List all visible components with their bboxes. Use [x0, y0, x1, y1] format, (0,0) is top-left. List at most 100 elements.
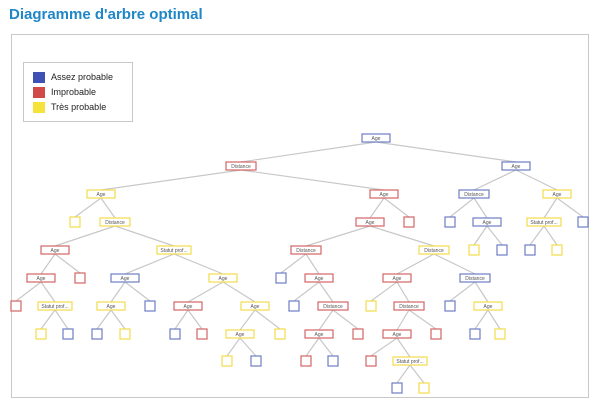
tree-edge — [222, 281, 256, 303]
tree-split-node[interactable]: Age — [382, 273, 412, 283]
tree-split-node[interactable]: Age — [369, 189, 399, 199]
tree-leaf-node[interactable] — [69, 216, 81, 228]
tree-split-node[interactable]: Age — [473, 301, 503, 311]
tree-split-node[interactable]: Distance — [458, 189, 490, 199]
tree-split-node[interactable]: Age — [110, 273, 140, 283]
split-node-label: Age — [251, 304, 260, 310]
tree-leaf-node[interactable] — [551, 244, 563, 256]
tree-split-node[interactable]: Age — [472, 217, 502, 227]
tree-leaf-node[interactable] — [221, 355, 233, 367]
tree-leaf-node[interactable] — [288, 300, 300, 312]
tree-split-node[interactable]: Age — [86, 189, 116, 199]
tree-leaf-node[interactable] — [430, 328, 442, 340]
legend-item: Assez probable — [33, 71, 113, 83]
tree-leaf-node[interactable] — [496, 244, 508, 256]
tree-edge — [110, 281, 126, 303]
tree-leaf-node[interactable] — [418, 382, 430, 394]
tree-split-node[interactable]: Statut prof... — [526, 217, 562, 227]
tree-edge — [543, 197, 558, 219]
split-node-label: Age — [219, 276, 228, 282]
split-node-box — [361, 133, 391, 143]
split-node-box — [473, 301, 503, 311]
tree-leaf-node[interactable] — [300, 355, 312, 367]
tree-leaf-node[interactable] — [444, 216, 456, 228]
tree-leaf-node[interactable] — [10, 300, 22, 312]
tree-edge — [474, 281, 489, 303]
tree-split-node[interactable]: Age — [542, 189, 572, 199]
tree-split-node[interactable]: Distance — [225, 161, 257, 171]
tree-leaf-node[interactable] — [403, 216, 415, 228]
tree-edge — [254, 309, 281, 330]
tree-split-node[interactable]: Age — [304, 329, 334, 339]
tree-edge — [40, 281, 56, 303]
tree-split-node[interactable]: Age — [240, 301, 270, 311]
tree-leaf-node[interactable] — [352, 328, 364, 340]
split-node-label: Age — [97, 192, 106, 198]
tree-split-node[interactable]: Age — [382, 329, 412, 339]
tree-leaf-node[interactable] — [62, 328, 74, 340]
tree-edge — [54, 225, 116, 247]
split-node-box — [355, 217, 385, 227]
split-node-label: Distance — [296, 248, 316, 254]
tree-leaf-node[interactable] — [250, 355, 262, 367]
split-node-label: Age — [107, 304, 116, 310]
split-node-label: Distance — [464, 192, 484, 198]
tree-split-node[interactable]: Distance — [393, 301, 425, 311]
tree-leaf-node[interactable] — [327, 355, 339, 367]
tree-split-node[interactable]: Statut prof... — [392, 356, 428, 366]
split-node-box — [173, 301, 203, 311]
tree-leaf-node[interactable] — [119, 328, 131, 340]
tree-leaf-node[interactable] — [275, 272, 287, 284]
tree-edge — [114, 225, 175, 247]
tree-split-node[interactable]: Age — [501, 161, 531, 171]
tree-leaf-node[interactable] — [494, 328, 506, 340]
tree-edge — [449, 197, 475, 218]
tree-split-node[interactable]: Distance — [459, 273, 491, 283]
tree-edge — [543, 225, 558, 246]
split-node-box — [304, 329, 334, 339]
tree-split-node[interactable]: Distance — [418, 245, 450, 255]
tree-split-node[interactable]: Age — [26, 273, 56, 283]
split-node-label: Distance — [323, 304, 343, 310]
tree-split-node[interactable]: Age — [361, 133, 391, 143]
legend-swatch — [33, 71, 45, 83]
tree-leaf-node[interactable] — [391, 382, 403, 394]
split-node-label: Age — [512, 164, 521, 170]
tree-split-node[interactable]: Age — [40, 245, 70, 255]
split-node-label: Distance — [231, 164, 251, 170]
tree-split-node[interactable]: Statut prof... — [37, 301, 73, 311]
tree-split-node[interactable]: Statut prof... — [156, 245, 192, 255]
split-node-label: Age — [236, 332, 245, 338]
tree-leaf-node[interactable] — [365, 300, 377, 312]
tree-leaf-node[interactable] — [91, 328, 103, 340]
tree-edge — [54, 309, 69, 330]
tree-leaf-node[interactable] — [524, 244, 536, 256]
tree-split-node[interactable]: Age — [225, 329, 255, 339]
tree-split-node[interactable]: Distance — [99, 217, 131, 227]
tree-leaf-node[interactable] — [35, 328, 47, 340]
tree-leaf-node[interactable] — [144, 300, 156, 312]
split-node-label: Age — [393, 332, 402, 338]
tree-leaf-node[interactable] — [577, 216, 589, 228]
tree-leaf-node[interactable] — [274, 328, 286, 340]
tree-leaf-node[interactable] — [468, 244, 480, 256]
tree-split-node[interactable]: Age — [304, 273, 334, 283]
tree-split-node[interactable]: Distance — [317, 301, 349, 311]
tree-leaf-node[interactable] — [196, 328, 208, 340]
tree-split-node[interactable]: Age — [173, 301, 203, 311]
split-node-box — [382, 273, 412, 283]
split-node-label: Age — [366, 220, 375, 226]
tree-split-node[interactable]: Age — [208, 273, 238, 283]
tree-leaf-node[interactable] — [444, 300, 456, 312]
tree-edge — [124, 281, 151, 302]
split-node-box — [208, 273, 238, 283]
tree-edge — [396, 253, 435, 275]
tree-leaf-node[interactable] — [169, 328, 181, 340]
tree-split-node[interactable]: Age — [96, 301, 126, 311]
tree-split-node[interactable]: Age — [355, 217, 385, 227]
split-node-label: Statut prof... — [530, 220, 557, 226]
tree-split-node[interactable]: Distance — [290, 245, 322, 255]
tree-leaf-node[interactable] — [74, 272, 86, 284]
tree-leaf-node[interactable] — [365, 355, 377, 367]
tree-leaf-node[interactable] — [469, 328, 481, 340]
